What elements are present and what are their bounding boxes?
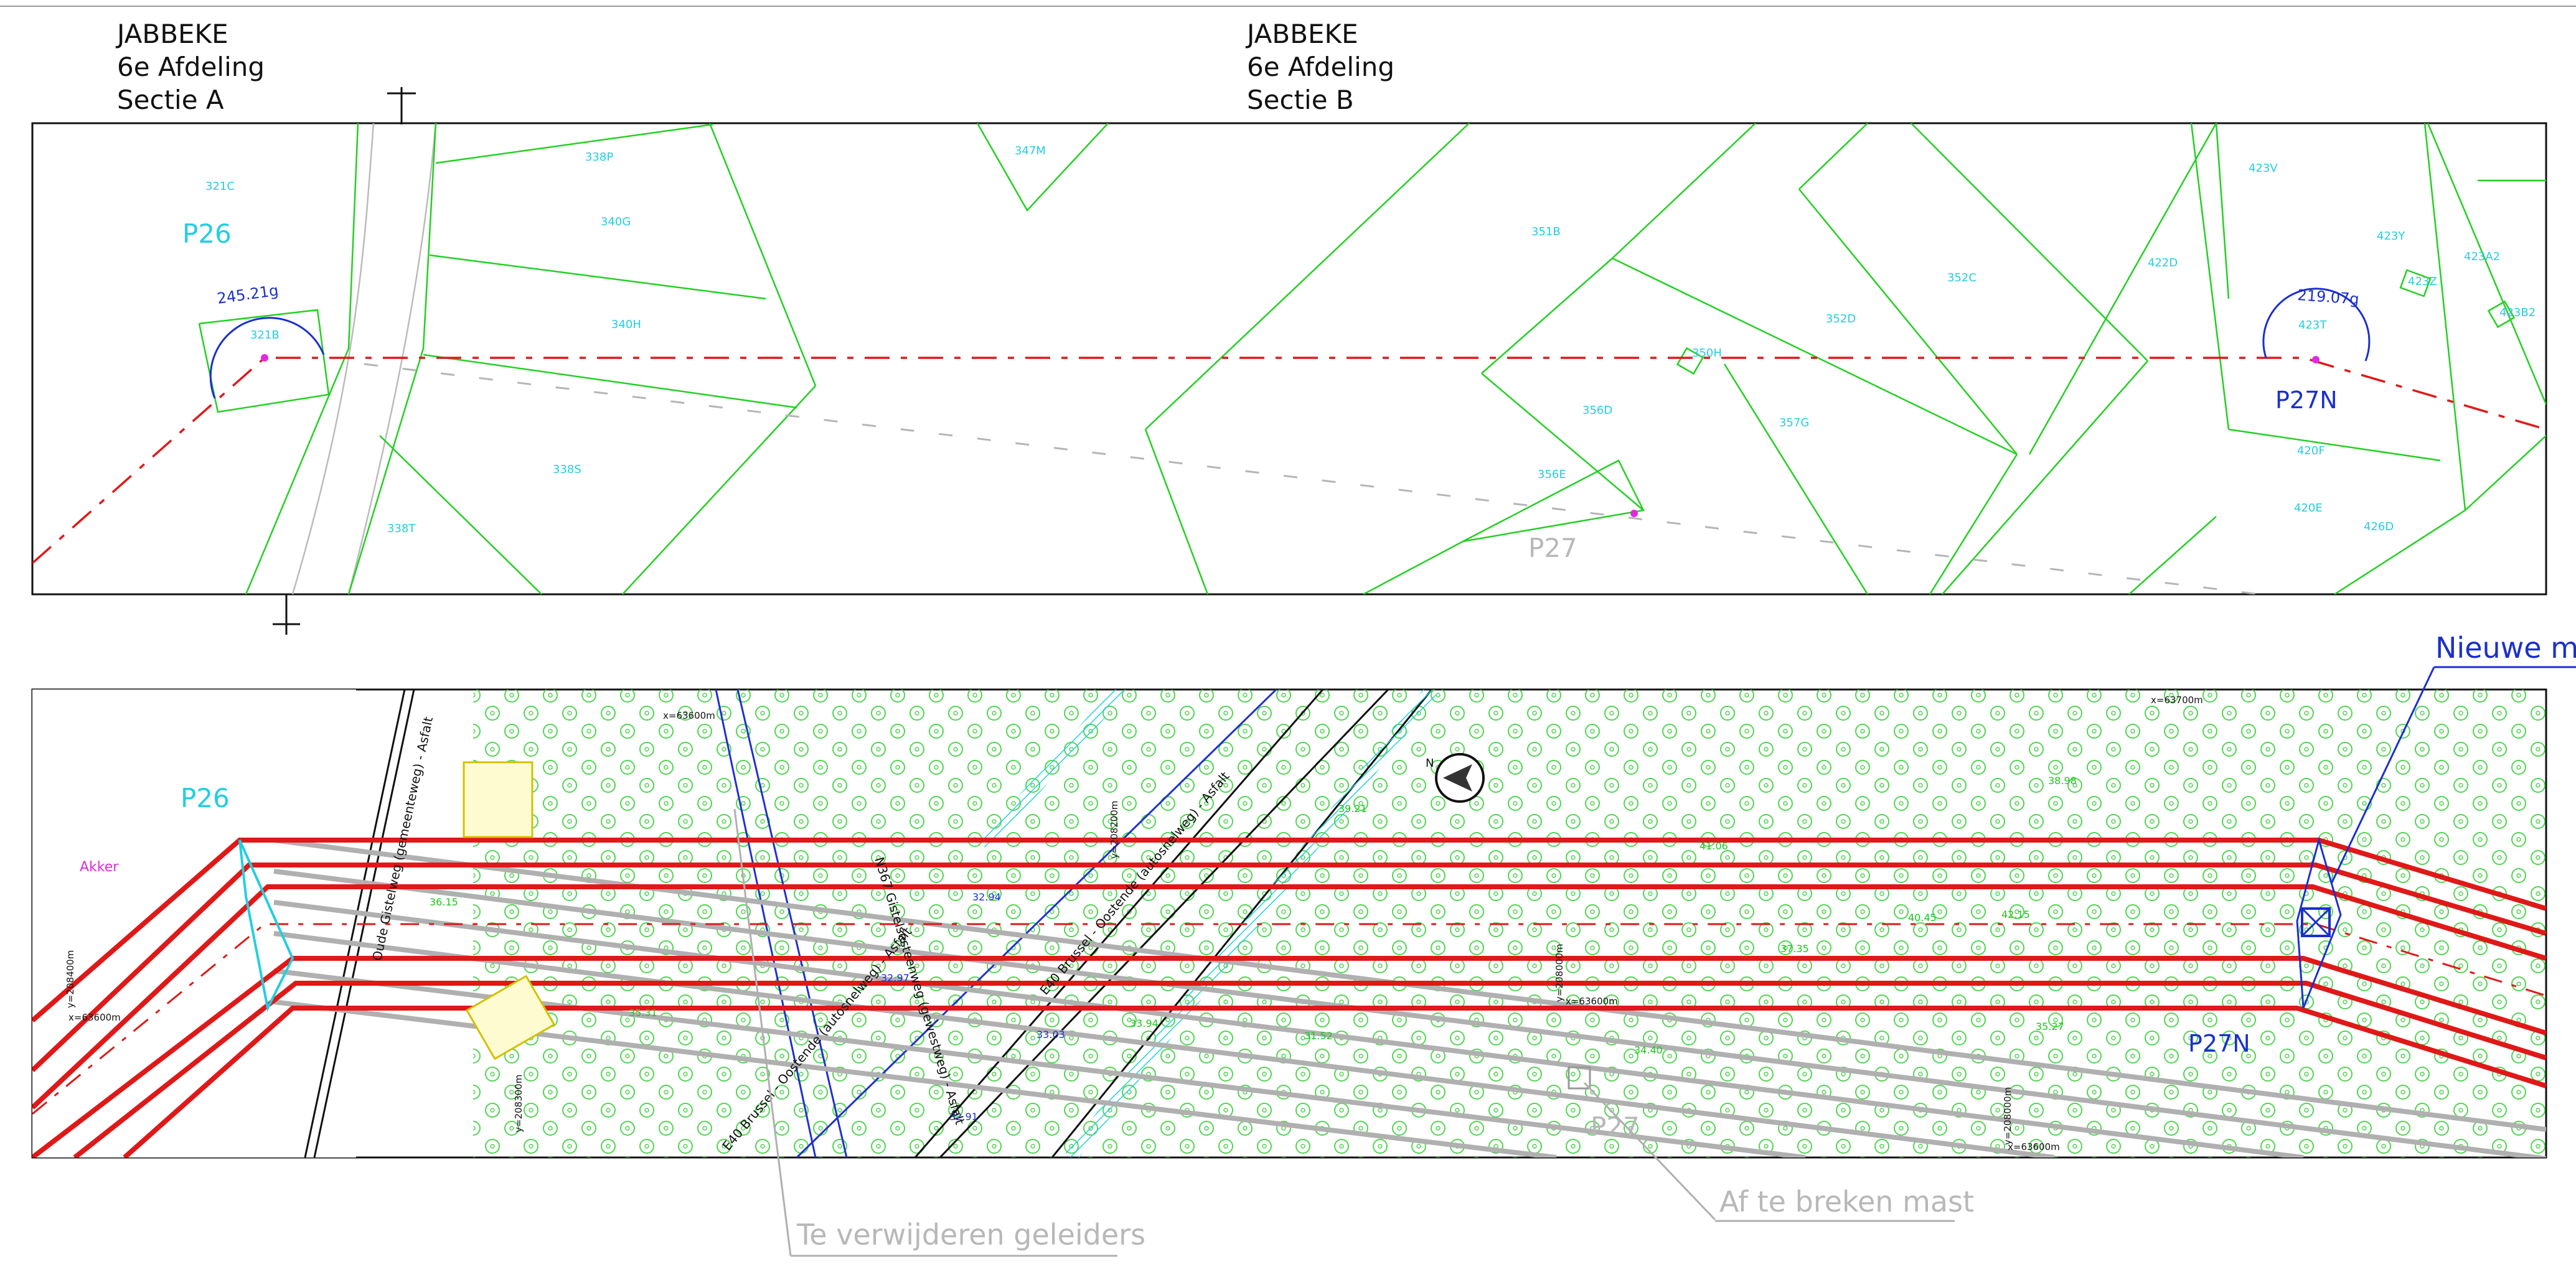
land-use-label: Akker: [80, 859, 119, 875]
old-mast-symbol: [1630, 510, 1638, 517]
north-arrow-icon: N: [1426, 753, 1485, 803]
parcel-label: 352C: [1947, 271, 1977, 284]
division-label: 6e Afdeling: [117, 52, 265, 82]
parcel-label: 340G: [601, 215, 631, 228]
demolish-mast-label: Af te breken mast: [1719, 1185, 1974, 1218]
spot-height-label: 32.97: [881, 972, 910, 984]
parcel-label: 420E: [2294, 502, 2323, 515]
grid-coordinate-label: y=208400m: [65, 950, 76, 1008]
spot-height-label: 33.94: [1130, 1017, 1159, 1029]
mast-p26-footprint: [238, 839, 294, 1012]
parcel-label: 340H: [611, 318, 641, 331]
grid-coordinate-label: x=63600m: [68, 1012, 121, 1023]
parcel-label: 338T: [387, 522, 416, 535]
spot-heights: 32.94 32.97 33.03 32.91 39.21 35.31 36.1…: [430, 775, 2077, 1123]
parcel-label: 338P: [585, 151, 613, 164]
parcel-label: 321B: [250, 329, 280, 342]
municipality-label: JABBEKE: [117, 19, 228, 49]
parcel-label: 351B: [1531, 225, 1561, 238]
spot-height-label: 31.52: [1304, 1030, 1333, 1042]
new-mast-callout: Nieuwe mast: [2330, 631, 2576, 884]
mast-p27-label: P27: [1528, 533, 1577, 563]
top-map: P26 P27N P27 245.21g 219.07g 321C 321B 3…: [31, 87, 2547, 635]
start-mast-symbol: [261, 354, 268, 362]
svg-text:N: N: [1426, 757, 1434, 770]
parcel-label: 423B2: [2499, 306, 2536, 319]
spot-height-label: 35.31: [629, 1007, 657, 1019]
parcel-label: 357G: [1779, 416, 1809, 429]
grid-coordinate-label: x=63600m: [663, 710, 715, 721]
grid-coordinate-label: y=208200m: [1109, 801, 1120, 859]
parcel-boundaries: [198, 123, 2546, 594]
old-line-trace: [364, 363, 2260, 594]
parcel-label: 338S: [553, 463, 581, 476]
mast-p26-label: P26: [182, 218, 232, 249]
parcel-label: 423Y: [2377, 230, 2405, 243]
parcel-label: 350H: [1692, 347, 1722, 360]
parcel-label: 356D: [1582, 404, 1612, 417]
spot-height-label: 33.03: [1037, 1029, 1065, 1040]
grid-coordinate-label: y=208000m: [2002, 1087, 2013, 1145]
parcel-labels: 321C 321B 338P 340G 340H 338S 338T 347M …: [205, 144, 2536, 535]
old-mast-footprint: [1568, 1066, 1591, 1090]
parcel-label: 422D: [2148, 256, 2178, 269]
grid-coordinates: x=63600m x=63700m x=63600m x=63600m x=63…: [65, 694, 2203, 1152]
parcel-label: 321C: [205, 180, 235, 193]
end-angle-label: 219.07g: [2297, 286, 2360, 308]
grid-coordinate-label: y=208300m: [513, 1075, 524, 1133]
spot-height-label: 41.06: [1699, 840, 1728, 852]
municipality-label: JABBEKE: [1247, 19, 1358, 49]
new-mast-callout-label: Nieuwe mast: [2435, 631, 2576, 665]
mast-p27-label: P27: [1591, 1111, 1640, 1142]
section-label: Sectie B: [1247, 85, 1354, 115]
parcel-label: 347M: [1015, 144, 1046, 157]
start-angle-arc: [209, 317, 325, 399]
new-conductors: [32, 838, 2546, 1157]
grid-coordinate-label: x=63600m: [1566, 996, 1618, 1007]
remove-conductors-callout: Te verwijderen geleiders: [733, 808, 1145, 1257]
section-break-marker: [273, 87, 416, 635]
spot-height-label: 32.91: [949, 1111, 978, 1123]
spot-height-label: 35.27: [2036, 1021, 2064, 1032]
parcel-label: 352D: [1826, 312, 1856, 325]
parcel-label: 423A2: [2464, 250, 2500, 263]
bottom-map: N P26 P27N P27 Akker Oude Gistelweg (gem…: [31, 688, 2547, 1159]
mast-p27n-label: P27N: [2188, 1030, 2250, 1057]
spot-height-label: 40.45: [1908, 912, 1937, 923]
parcel-label: 356E: [1538, 468, 1566, 481]
parcel-label: 423T: [2298, 319, 2327, 332]
new-line-trace: [32, 357, 2546, 564]
spot-height-label: 42.15: [2001, 909, 2030, 920]
end-mast-symbol: [2312, 356, 2320, 363]
embankment-hatch: [1065, 690, 1437, 1157]
mast-p27n-footprint: [2301, 907, 2331, 937]
end-angle-arc: [2262, 288, 2371, 362]
parcel-label: 426D: [2364, 520, 2394, 533]
section-b-header: JABBEKE 6e Afdeling Sectie B: [1247, 17, 1394, 116]
spot-height-label: 39.21: [1338, 803, 1367, 815]
spot-height-label: 34.40: [1634, 1044, 1663, 1056]
remove-conductors-label: Te verwijderen geleiders: [796, 1218, 1145, 1251]
parcel-label: 423V: [2249, 162, 2278, 175]
building: [463, 761, 534, 838]
spot-height-label: 37.35: [1780, 943, 1809, 955]
spot-height-label: 32.94: [972, 891, 1001, 903]
grid-coordinate-label: y=208000m: [1554, 944, 1565, 1002]
new-line-axis: [32, 923, 2546, 1115]
spot-height-label: 36.15: [430, 896, 458, 908]
road-edges: [304, 690, 1433, 1157]
mast-p26-label: P26: [181, 783, 230, 813]
grid-coordinate-label: x=63600m: [2008, 1141, 2060, 1152]
mast-p27n-label: P27N: [2275, 386, 2338, 414]
demolish-mast-callout: Af te breken mast: [1583, 1082, 1974, 1222]
section-a-header: JABBEKE 6e Afdeling Sectie A: [117, 17, 265, 116]
parcel-label: 420F: [2297, 444, 2325, 457]
section-label: Sectie A: [117, 85, 224, 115]
grid-coordinate-label: x=63700m: [2151, 694, 2203, 706]
parcel-label: 423Z: [2408, 275, 2437, 288]
spot-height-label: 38.98: [2048, 775, 2077, 787]
division-label: 6e Afdeling: [1247, 52, 1395, 82]
